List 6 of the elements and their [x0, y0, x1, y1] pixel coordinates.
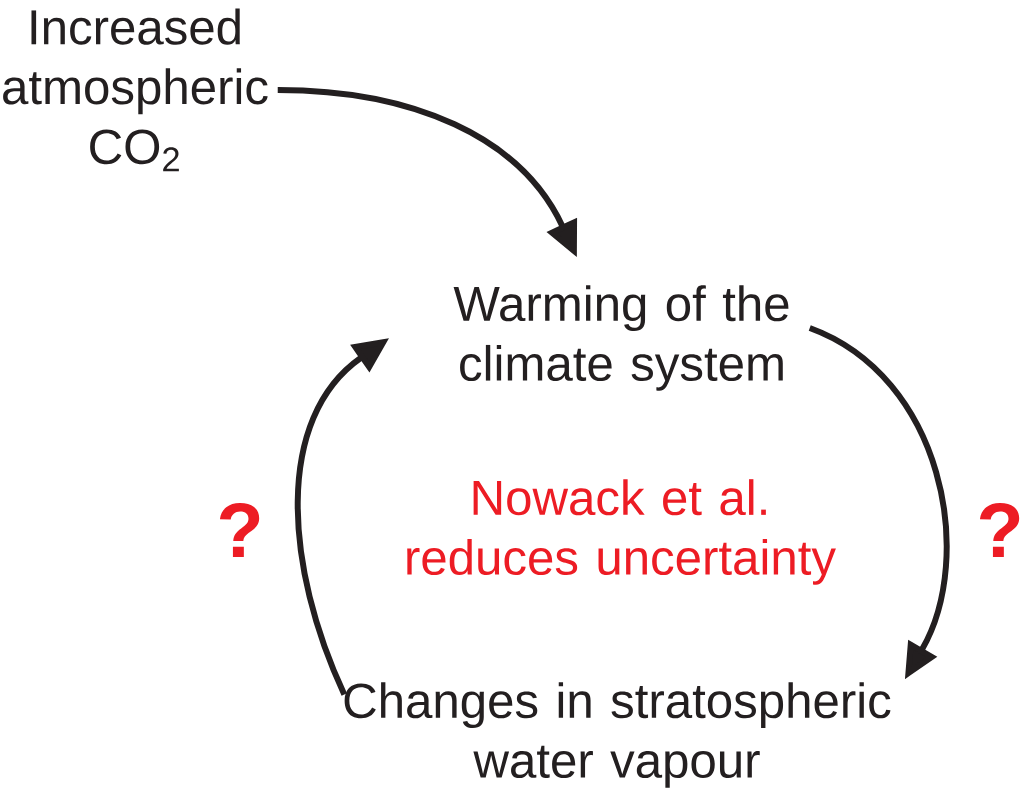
note-text: Nowack et al. reduces uncertainty	[407, 479, 836, 585]
node-text: Warming of the climate system	[453, 285, 789, 391]
question-mark: ?	[979, 502, 1020, 557]
node-text: Changes in stratospheric water vapour	[344, 682, 891, 788]
question-mark: ?	[219, 502, 260, 557]
node-text: Increased atmospheric CO$_{2}$	[3, 8, 268, 172]
